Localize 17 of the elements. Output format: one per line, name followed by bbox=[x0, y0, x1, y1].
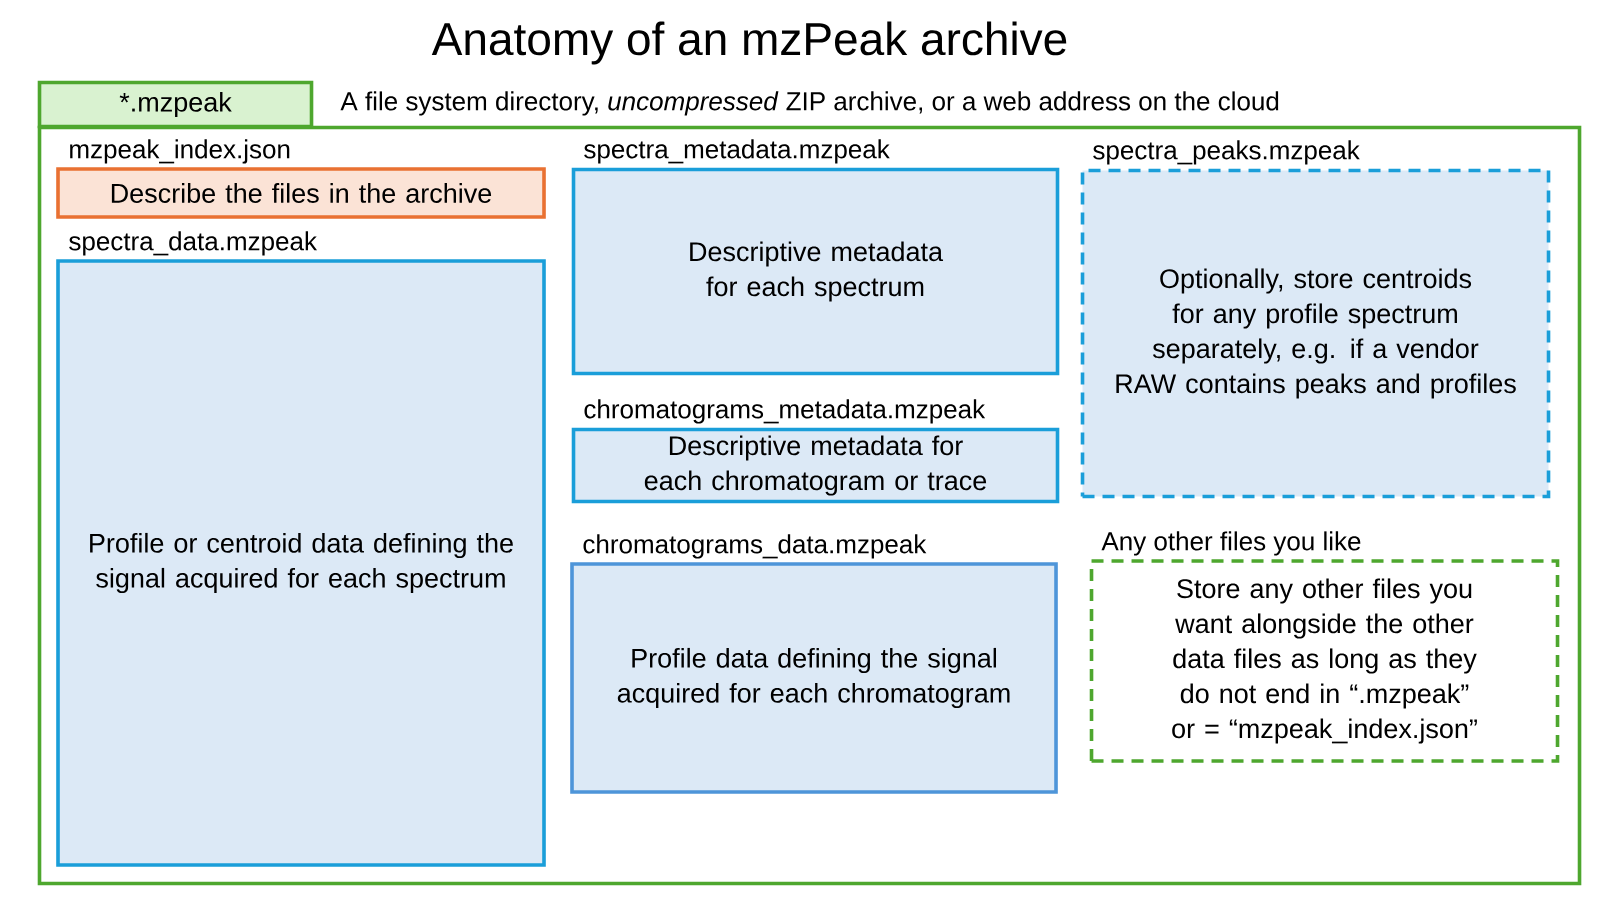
file-name: spectra_data.mzpeak bbox=[69, 231, 317, 256]
file-box: Profile data defining the signal acquired for each chromatogram bbox=[570, 562, 1058, 794]
file-box: Store any other files you want alongside the other data files as long as they do not end in “.mzpeak” or = “mzpeak_index.json” bbox=[1089, 559, 1560, 763]
file-name: chromatograms_metadata.mzpeak bbox=[584, 399, 986, 424]
title: Anatomy of an mzPeak archive bbox=[431, 21, 1067, 65]
file-name: spectra_peaks.mzpeak bbox=[1093, 140, 1360, 165]
file-box: Describe the files in the archive bbox=[56, 167, 546, 219]
file-box: Profile or centroid data defining the signal acquired for each spectrum bbox=[56, 259, 546, 867]
file-box: Optionally, store centroids for any profile spectrum separately, e.g. if a vendor RAW contains peaks and profiles bbox=[1080, 168, 1551, 499]
description: A file system directory, uncompressed ZIP archive, or a web address on the cloud bbox=[340, 91, 1279, 116]
file-name: spectra_metadata.mzpeak bbox=[584, 139, 890, 164]
file-box: Descriptive metadata for each spectrum bbox=[571, 167, 1060, 376]
file-name: chromatograms_data.mzpeak bbox=[583, 534, 927, 559]
tab: *.mzpeak bbox=[37, 80, 314, 129]
file-box: Descriptive metadata for each chromatogram or trace bbox=[571, 427, 1060, 504]
file-name: Any other files you like bbox=[1101, 531, 1361, 556]
file-name: mzpeak_index.json bbox=[70, 139, 290, 164]
